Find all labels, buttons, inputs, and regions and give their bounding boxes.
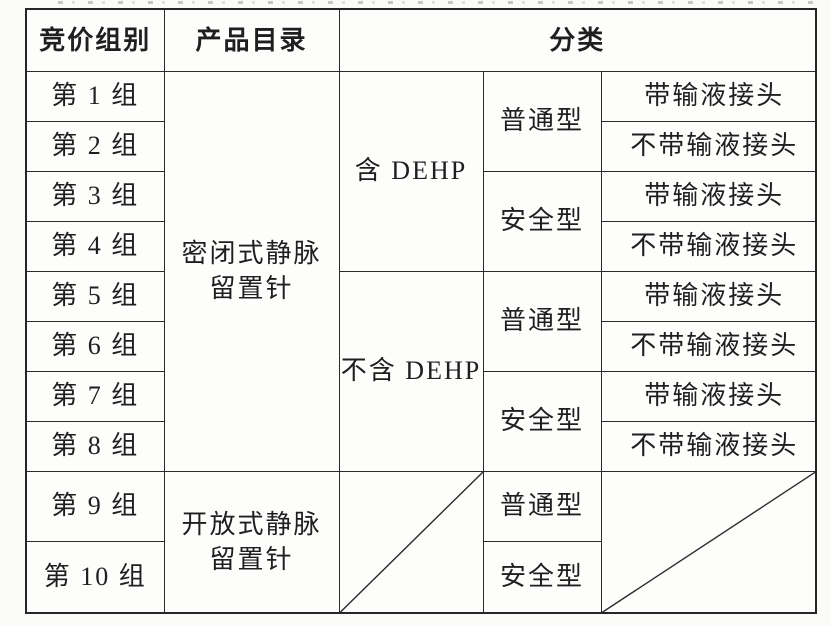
cell-connector-with: 带输液接头 [600,170,817,222]
cell-dehp-with: 含 DEHP [338,70,484,272]
cell-dehp-without: 不含 DEHP [338,270,484,472]
table-row: 第 3 组 安全型 带输液接头 [25,170,817,272]
cell-catalog-closed: 密闭式静脉 留置针 [163,70,340,472]
table-header-row: 竞价组别 产品目录 分类 [25,8,817,72]
cell-connector-with: 带输液接头 [600,70,817,122]
table-row: 第 2 组 不带输液接头 [25,120,817,172]
cell-connector-without: 不带输液接头 [600,220,817,272]
cell-type-normal: 普通型 [482,270,602,372]
table-row: 第 8 组 不带输液接头 [25,420,817,472]
cell-group-9: 第 9 组 [25,470,165,542]
diagonal-slash-cell [600,470,817,614]
cell-group-3: 第 3 组 [25,170,165,222]
cell-type-normal: 普通型 [482,70,602,172]
cell-connector-without: 不带输液接头 [600,420,817,472]
diagonal-slash-icon [340,472,483,613]
cell-group-8: 第 8 组 [25,420,165,472]
table-row: 第 10 组 安全型 [25,540,816,614]
cell-type-safety: 安全型 [482,540,602,614]
header-category: 分类 [338,8,817,72]
cell-group-6: 第 6 组 [25,320,165,372]
header-group: 竞价组别 [25,8,165,72]
cell-connector-with: 带输液接头 [600,370,817,422]
clipped-text-remnant [58,1,820,4]
table-row: 第 7 组 安全型 带输液接头 [25,370,817,472]
cell-group-5: 第 5 组 [25,270,165,322]
cell-connector-with: 带输液接头 [600,270,817,322]
cell-group-10: 第 10 组 [25,540,165,614]
table-row: 第 5 组 不含 DEHP 普通型 带输液接头 [25,270,817,472]
cell-catalog-open: 开放式静脉 留置针 [163,470,340,614]
cell-type-safety: 安全型 [482,170,602,272]
cell-group-2: 第 2 组 [25,120,165,172]
cell-connector-without: 不带输液接头 [600,320,817,372]
cell-group-7: 第 7 组 [25,370,165,422]
cell-type-normal: 普通型 [482,470,602,542]
cell-connector-without: 不带输液接头 [600,120,817,172]
header-catalog: 产品目录 [163,8,340,72]
table-row: 第 1 组 密闭式静脉 留置针 含 DEHP 普通型 带输液接头 [25,70,817,472]
cell-type-safety: 安全型 [482,370,602,472]
diagonal-slash-icon [602,472,816,613]
table-row: 第 9 组 开放式静脉 留置针 普通型 [25,470,817,614]
bidding-groups-table: 竞价组别 产品目录 分类 第 1 组 密闭式静脉 留置针 含 DEHP 普通型 … [25,8,817,614]
diagonal-slash-cell [338,470,484,614]
table-row: 第 6 组 不带输液接头 [25,320,817,372]
cell-group-1: 第 1 组 [25,70,165,122]
cell-group-4: 第 4 组 [25,220,165,272]
